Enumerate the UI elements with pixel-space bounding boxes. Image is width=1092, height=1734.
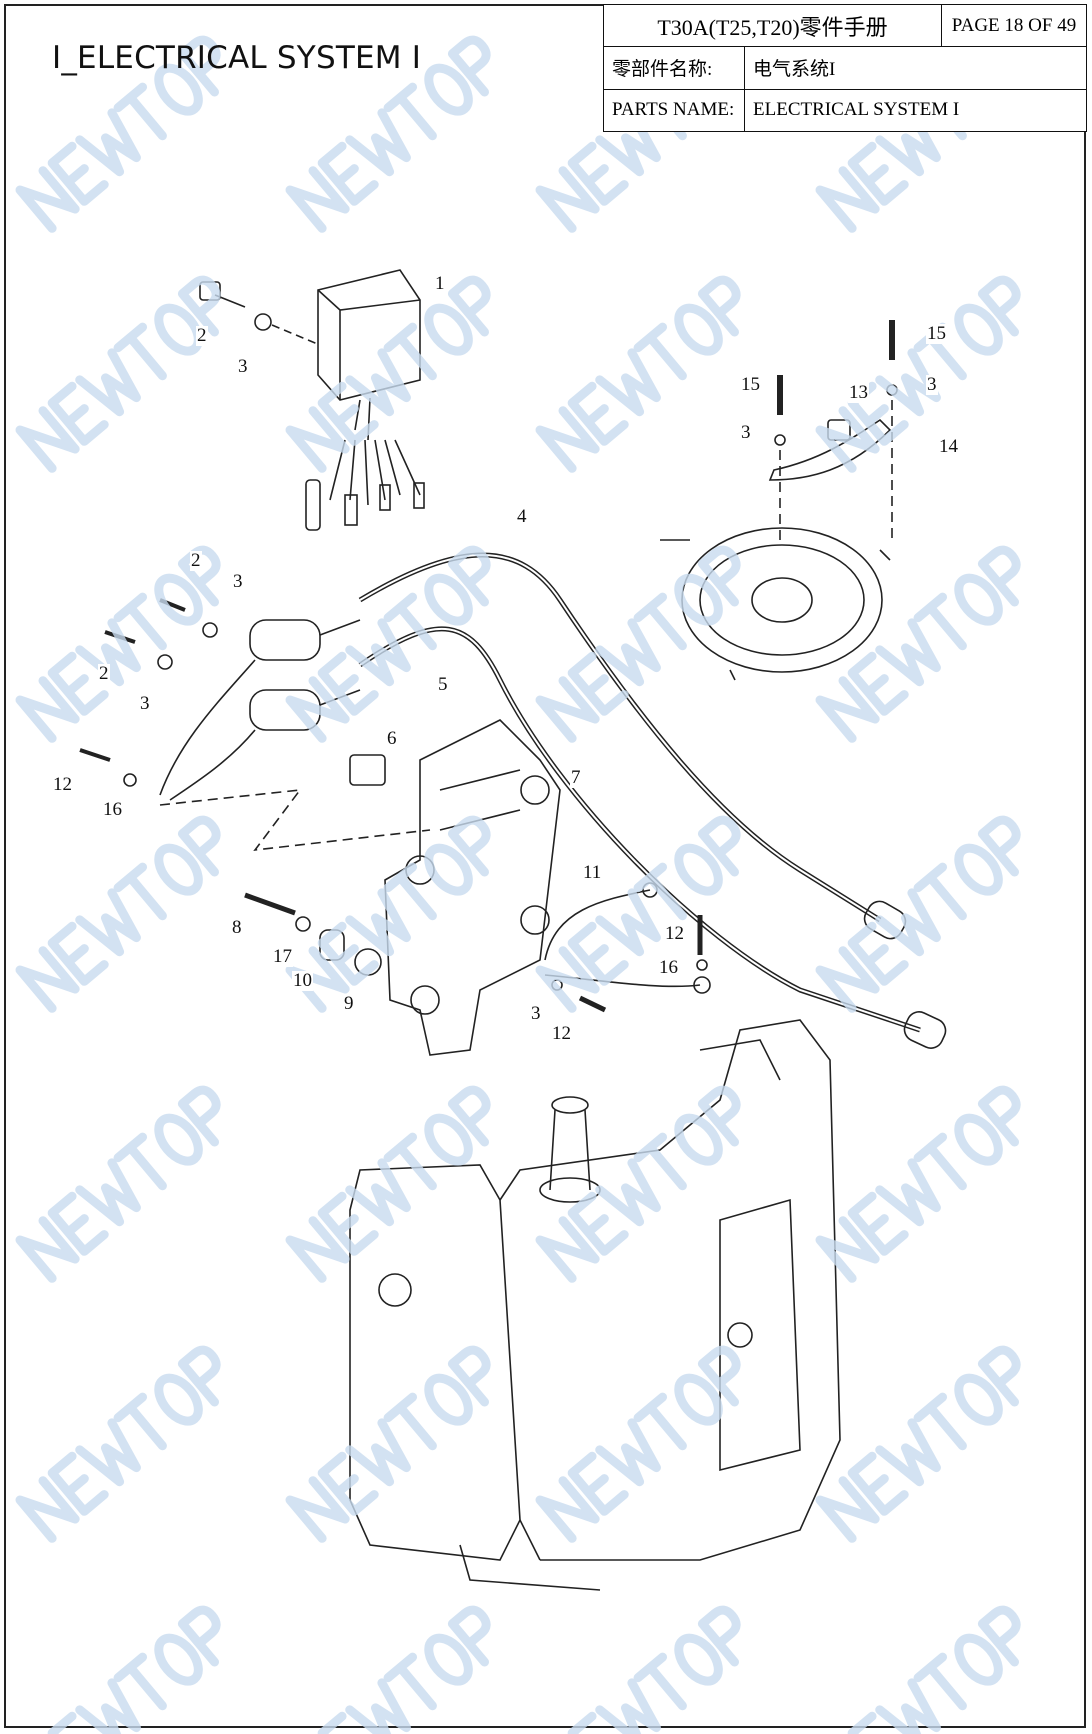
part-callout-3: 3 — [139, 693, 151, 714]
part-callout-13: 13 — [848, 382, 869, 403]
part-callout-5: 5 — [437, 674, 449, 695]
part-callout-6: 6 — [386, 728, 398, 749]
page-title: I_ELECTRICAL SYSTEM I — [52, 40, 422, 76]
part-callout-3: 3 — [740, 422, 752, 443]
title-block: T30A(T25,T20)零件手册 PAGE 18 OF 49 零部件名称: 电… — [603, 3, 1087, 133]
cn-name-label: 零部件名称: — [603, 46, 745, 90]
part-callout-10: 10 — [292, 970, 313, 991]
part-callout-14: 14 — [938, 436, 959, 457]
cdi-unit — [305, 269, 425, 531]
part-callout-16: 16 — [102, 799, 123, 820]
part-callout-4: 4 — [516, 506, 528, 527]
part-callout-9: 9 — [343, 993, 355, 1014]
part-callout-2: 2 — [196, 325, 208, 346]
engine-block — [349, 1019, 841, 1591]
part-callout-15: 15 — [740, 374, 761, 395]
part-callout-11: 11 — [582, 862, 603, 883]
part-callout-7: 7 — [570, 767, 582, 788]
en-name-label: PARTS NAME: — [603, 88, 745, 133]
part-callout-8: 8 — [231, 917, 243, 938]
part-callout-17: 17 — [272, 946, 293, 967]
part-callout-12: 12 — [52, 774, 73, 795]
part-callout-2: 2 — [190, 550, 202, 571]
part-callout-3: 3 — [530, 1003, 542, 1024]
stator-plate — [660, 527, 891, 681]
page-number: PAGE 18 OF 49 — [941, 3, 1087, 48]
cn-name-value: 电气系统I — [744, 46, 1087, 90]
part-callout-3: 3 — [237, 356, 249, 377]
manual-title: T30A(T25,T20)零件手册 — [603, 3, 942, 48]
ignition-coils — [159, 619, 361, 801]
part-callout-2: 2 — [98, 663, 110, 684]
part-callout-3: 3 — [926, 374, 938, 395]
part-callout-15: 15 — [926, 323, 947, 344]
part-callout-16: 16 — [658, 957, 679, 978]
part-callout-12: 12 — [664, 923, 685, 944]
part-callout-3: 3 — [232, 571, 244, 592]
part-callout-12: 12 — [551, 1023, 572, 1044]
en-name-value: ELECTRICAL SYSTEM I — [744, 88, 1087, 133]
part-callout-1: 1 — [434, 273, 446, 294]
